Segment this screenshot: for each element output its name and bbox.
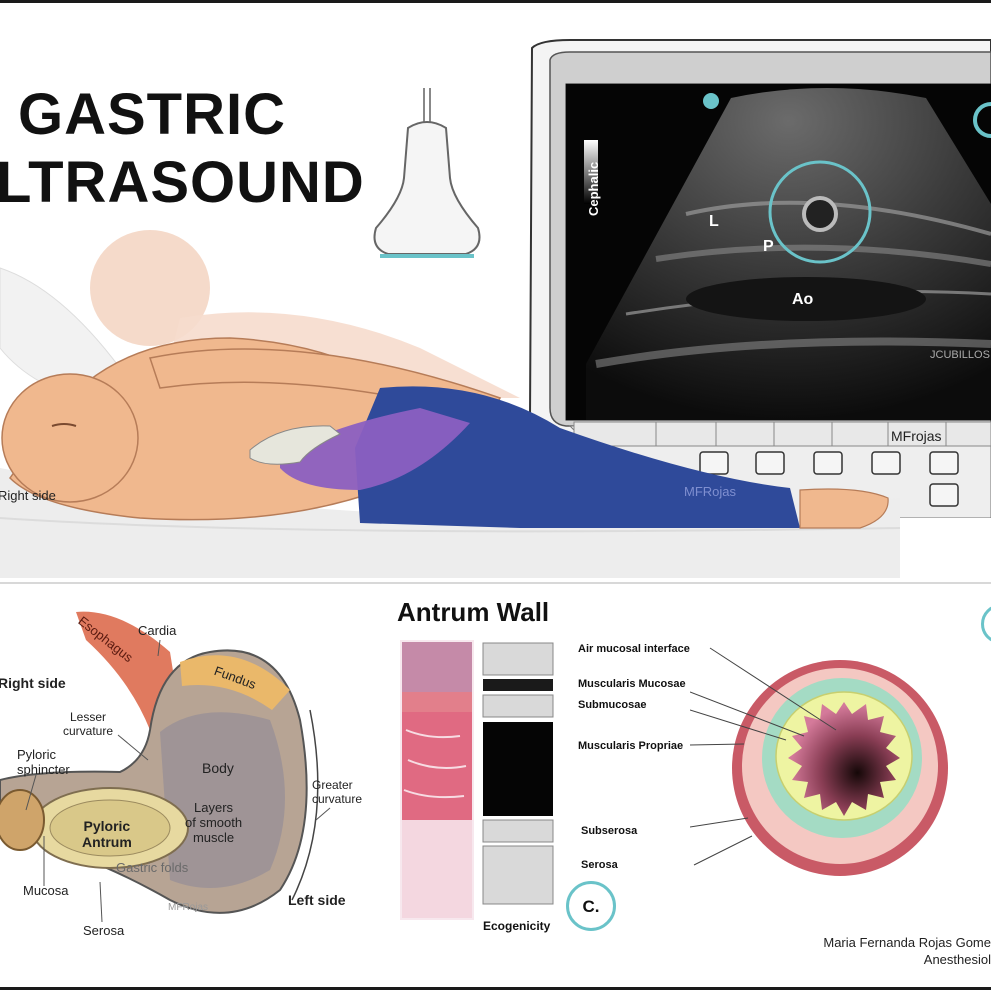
orientation-label: Cephalic	[586, 161, 601, 216]
us-watermark: JCUBILLOS	[930, 349, 990, 361]
wall-label-subserosa: Subserosa	[581, 825, 638, 837]
ecogenicity-label: Ecogenicity	[483, 919, 551, 933]
credit-author: Maria Fernanda Rojas Gome	[823, 935, 991, 950]
stomach-diagram	[0, 611, 331, 923]
ultrasound-probe-icon	[373, 88, 481, 258]
scene-side-label: Right side	[0, 488, 56, 503]
stomach-left-side: Left side	[288, 892, 346, 908]
stomach-pyloric-sphincter: Pyloric sphincter	[17, 747, 70, 777]
wall-label-muscularis-propriae: Muscularis Propriae	[578, 740, 684, 752]
ecogenicity-bar	[482, 642, 554, 905]
monitor-brand: MFrojas	[891, 428, 942, 444]
antrum-title: Antrum Wall	[397, 597, 550, 627]
section-divider	[0, 582, 991, 584]
stomach-gastric-folds: Gastric folds	[116, 860, 189, 875]
stomach-lesser-curvature: Lesser curvature	[63, 710, 114, 738]
title-line-2: LTRASOUND	[0, 150, 365, 215]
histology-image	[400, 640, 474, 920]
panel-badge-c: C.	[566, 881, 616, 931]
antrum-cross-section	[690, 647, 948, 876]
us-label-pancreas: P	[763, 238, 774, 255]
us-label-aorta: Ao	[792, 291, 814, 308]
stomach-pyloric-antrum: Pyloric Antrum	[82, 818, 132, 851]
stomach-layers: Layers of smooth muscle	[185, 800, 243, 845]
us-label-liver: L	[709, 213, 719, 230]
stomach-watermark: MFRojas	[168, 902, 209, 913]
scene-watermark: MFRojas	[684, 484, 737, 499]
stomach-body: Body	[202, 760, 234, 776]
ultrasound-image	[566, 84, 991, 420]
wall-label-submucosae: Submucosae	[578, 699, 647, 711]
panel-badge-c-label: C.	[582, 897, 600, 916]
stomach-cardia: Cardia	[138, 623, 177, 638]
stomach-greater-curvature: Greater curvature	[312, 778, 363, 806]
wall-label-air-mucosal: Air mucosal interface	[578, 643, 690, 655]
wall-label-muscularis-mucosae: Muscularis Mucosae	[578, 678, 686, 690]
credit-role: Anesthesiol	[923, 952, 991, 967]
wall-label-serosa: Serosa	[581, 859, 618, 871]
stomach-serosa: Serosa	[83, 923, 125, 938]
title-line-1: GASTRIC	[18, 82, 286, 147]
patient-scene	[0, 230, 900, 578]
stomach-mucosa: Mucosa	[23, 883, 69, 898]
stomach-right-side: Right side	[0, 675, 66, 691]
